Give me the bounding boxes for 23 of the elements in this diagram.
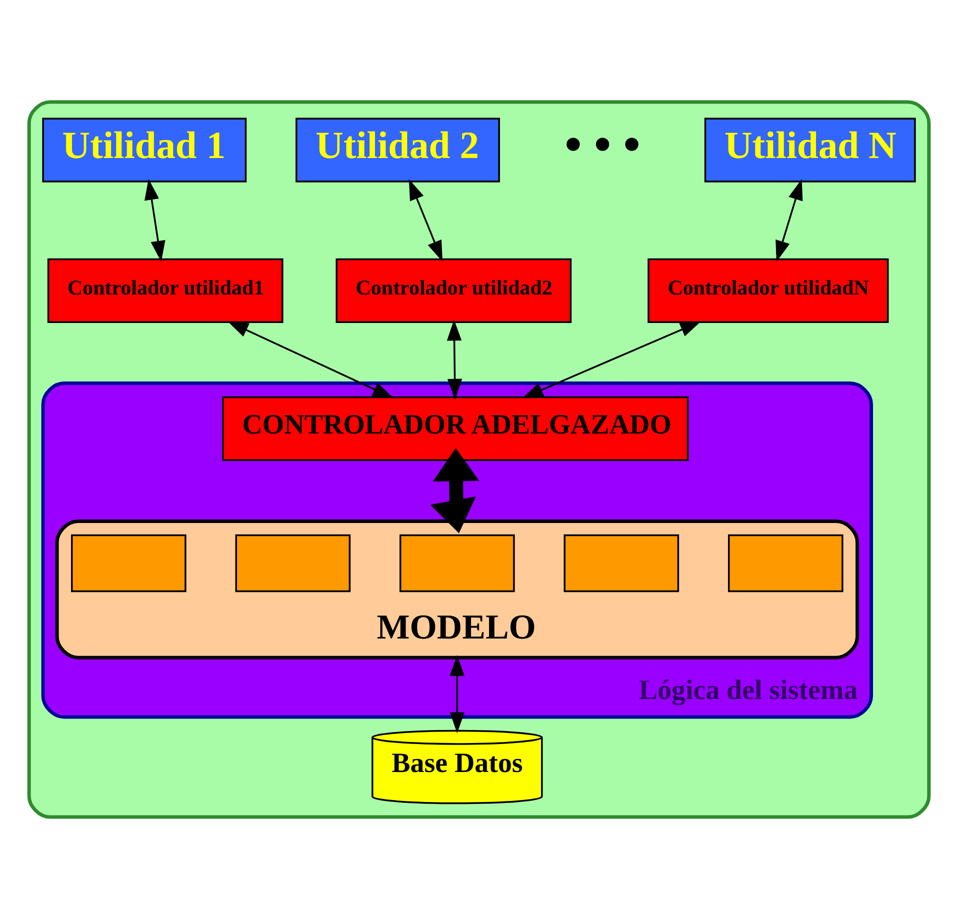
node-box [400, 534, 515, 592]
node-box [235, 534, 351, 592]
arrow [144, 178, 166, 262]
arrow [446, 320, 462, 400]
label: • • • [564, 116, 640, 172]
arrow [430, 448, 480, 534]
node-box: Controlador utilidad1 [47, 258, 284, 323]
node-box [564, 534, 680, 592]
node-box: Utilidad 2 [296, 118, 500, 182]
arrow [408, 179, 443, 262]
arrow [450, 654, 464, 734]
node-box: CONTROLADOR ADELGAZADO [222, 396, 689, 462]
node-box: Controlador utilidad2 [336, 258, 572, 323]
cluster [27, 100, 931, 819]
cluster: MODELO [55, 520, 860, 660]
node-box: Controlador utilidadN [648, 258, 889, 323]
node-box: Utilidad 1 [42, 118, 247, 182]
arrow [776, 179, 803, 262]
node-box: Utilidad N [704, 118, 916, 182]
arrow [227, 321, 394, 398]
node-box [728, 534, 844, 592]
node-box [71, 534, 186, 592]
arrow [522, 321, 702, 398]
